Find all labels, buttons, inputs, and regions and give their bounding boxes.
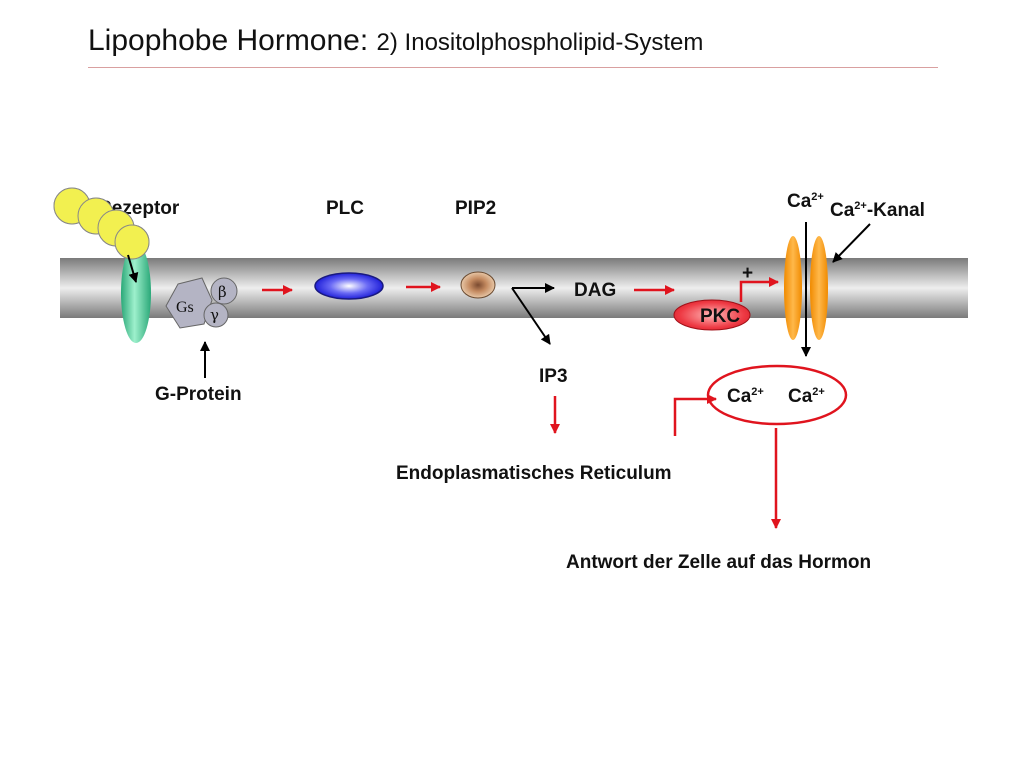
ca-channel-left <box>784 236 802 340</box>
pkc-to-channel-arrow <box>739 277 779 302</box>
pip2-label: PIP2 <box>455 198 496 219</box>
gamma-label: γ <box>210 306 219 324</box>
title-main: Lipophobe Hormone: <box>88 24 369 57</box>
er-label: Endoplasmatisches Reticulum <box>396 463 672 484</box>
plc-label: PLC <box>326 198 364 219</box>
er-to-ca-arrow <box>673 394 717 436</box>
channel-label-pointer <box>832 223 871 263</box>
ca-channel-right <box>810 236 828 340</box>
ca-top-label: Ca2+ <box>787 191 824 212</box>
g-protein-complex: Gs β γ <box>165 277 238 329</box>
receptor-shape <box>121 243 151 343</box>
title-sub: 2) Inositolphospholipid-System <box>376 29 704 56</box>
activation-plus: + <box>742 263 753 284</box>
pip2-molecule <box>460 271 496 299</box>
hormone-chain-front <box>53 187 150 260</box>
g-protein-label: G-Protein <box>155 384 242 405</box>
pkc-enzyme <box>673 299 751 331</box>
title-rule <box>88 67 938 68</box>
ca-channel-label: Ca2+-Kanal <box>830 200 925 221</box>
ca-right-label: Ca2+ <box>788 386 825 407</box>
beta-label: β <box>218 283 227 301</box>
gamma-subunit <box>203 302 229 328</box>
response-label: Antwort der Zelle auf das Hormon <box>566 552 871 573</box>
gs-subunit <box>165 277 213 329</box>
dag-label: DAG <box>574 280 616 301</box>
slide-title: Lipophobe Hormone: 2) Inositolphospholip… <box>88 24 703 58</box>
pkc-label: PKC <box>700 306 740 327</box>
split-to-ip3-arrow <box>511 287 551 345</box>
plc-enzyme <box>314 272 384 300</box>
ca-left-label: Ca2+ <box>727 386 764 407</box>
gs-label: Gs <box>176 299 194 316</box>
ip3-label: IP3 <box>539 366 568 387</box>
hormone-to-receptor-arrow <box>127 254 139 283</box>
beta-subunit <box>210 277 238 305</box>
